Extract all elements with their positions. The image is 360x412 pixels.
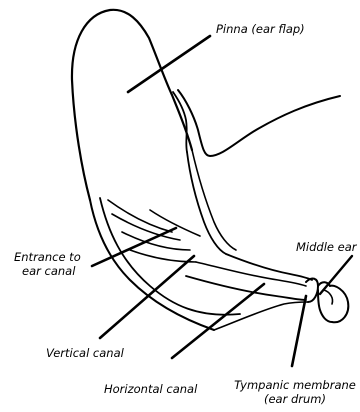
middle-ear-detail xyxy=(324,290,333,304)
entrance-label: Entrance to ear canal xyxy=(14,250,81,278)
canal-ridge-5 xyxy=(150,210,200,236)
pinna-leader-line xyxy=(128,36,210,92)
canal-ridge-2 xyxy=(112,214,180,240)
tympanic-leader-line xyxy=(292,296,306,366)
pinna-outline xyxy=(72,10,192,200)
middle-ear-label: Middle ear xyxy=(296,240,360,254)
vertical-canal-label: Vertical canal xyxy=(46,346,124,360)
middle-ear-leader-line xyxy=(320,256,352,294)
entrance-label-line1: Entrance to xyxy=(14,250,81,264)
canal-ridge-4 xyxy=(130,250,196,262)
pinna-label: Pinna (ear flap) xyxy=(216,22,305,36)
vertical-canal-leader-line xyxy=(100,256,194,338)
tympanic-label-line2: (ear drum) xyxy=(230,392,360,406)
tympanic-membrane xyxy=(306,279,318,302)
horizontal-canal-leader-line xyxy=(172,284,264,358)
entrance-label-line2: ear canal xyxy=(22,264,81,278)
head-contour xyxy=(178,90,340,156)
horizontal-canal-lower xyxy=(186,276,306,300)
tympanic-label-line1: Tympanic membrane xyxy=(230,378,360,392)
horizontal-canal-lower-2 xyxy=(214,302,308,330)
horizontal-canal-label: Horizontal canal xyxy=(104,382,197,396)
vertical-canal-outer xyxy=(100,198,240,315)
horizontal-canal-upper xyxy=(226,254,312,280)
tympanic-membrane-label: Tympanic membrane (ear drum) xyxy=(230,378,360,406)
